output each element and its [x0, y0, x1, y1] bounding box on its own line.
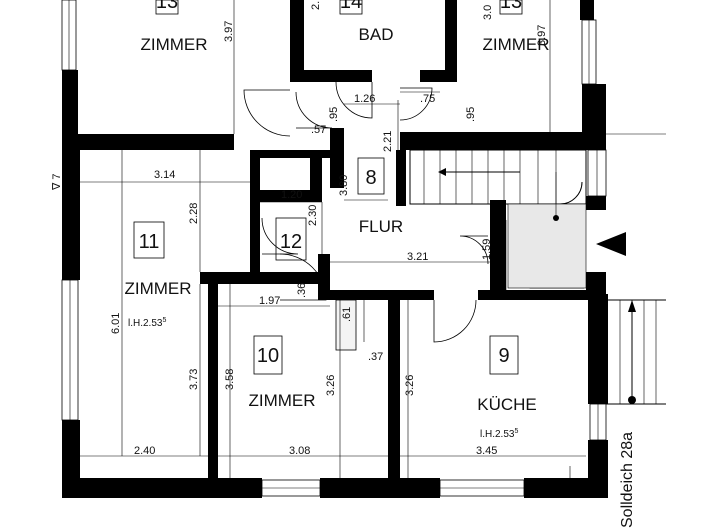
street-address: Solldeich 28a	[619, 432, 636, 528]
dim-label: 3.73	[188, 369, 200, 390]
dim-label: .57	[311, 124, 326, 136]
stair-arrow-icon	[438, 168, 559, 221]
room-14-number: 14	[340, 0, 362, 13]
room-13b-name: ZIMMER	[482, 35, 549, 54]
dim-label: 1.59	[481, 239, 493, 260]
room-11-number: 11	[139, 231, 160, 253]
room-10-name: ZIMMER	[248, 391, 315, 410]
dim-label: 2.21	[382, 131, 394, 152]
dim-label: 3.97	[536, 25, 548, 46]
entrance-steps	[606, 133, 666, 405]
windows	[61, 0, 607, 497]
walls	[62, 0, 608, 498]
dimension-lines	[80, 0, 586, 478]
dim-label: 3.80	[338, 175, 350, 196]
room-8-name: FLUR	[359, 217, 403, 236]
dimension-labels: 3.97 2. 3.0 3.97 1.26 .75 .95 .95 .57 2.…	[110, 1, 548, 457]
staircase	[409, 149, 587, 289]
doors	[243, 81, 585, 343]
dim-label: .36	[296, 283, 308, 298]
dim-label: 3.0	[482, 5, 494, 20]
dim-label: 3.45	[476, 445, 497, 457]
dim-label: .37	[368, 351, 383, 363]
room-number-boxes	[133, 0, 523, 375]
dim-label: 3.14	[154, 169, 175, 181]
dim-label: 3.08	[289, 445, 310, 457]
room-11-height: l.H.2.535	[128, 317, 166, 329]
room-9-height: l.H.2.535	[480, 428, 518, 440]
dim-label: 2.30	[307, 205, 319, 226]
dim-label: 3.26	[325, 375, 337, 396]
room-13a-number: 13	[156, 0, 178, 13]
room-13a-name: ZIMMER	[140, 35, 207, 54]
north-mark: ∇ 7	[51, 173, 63, 191]
room-9-number: 9	[498, 345, 509, 367]
room-8-number: 8	[365, 167, 376, 189]
dim-label: 2.40	[134, 445, 155, 457]
dim-label: 2.28	[188, 203, 200, 224]
room-11-name: ZIMMER	[124, 279, 191, 298]
room-10-number: 10	[257, 345, 279, 367]
dim-label: 3.58	[224, 369, 236, 390]
dim-label: 2.	[310, 1, 322, 10]
room-13b-number: 13	[500, 0, 522, 13]
dim-label: .61	[341, 307, 353, 322]
dim-label: .75	[420, 93, 435, 105]
dim-label: 6.01	[110, 313, 122, 334]
dim-label: 1.20	[281, 189, 302, 201]
dim-label: 3.21	[407, 251, 428, 263]
dim-label: 3.26	[404, 375, 416, 396]
dim-label: 3.97	[223, 21, 235, 42]
room-12-number: 12	[280, 231, 302, 253]
dim-label: .95	[465, 107, 477, 122]
room-14-name: BAD	[359, 25, 394, 44]
dim-label: 1.97	[259, 295, 280, 307]
dim-label: .95	[328, 107, 340, 122]
room-labels: 13 ZIMMER 14 BAD 13 ZIMMER 8 FLUR 11 ZIM…	[124, 0, 549, 440]
room-9-name: KÜCHE	[477, 395, 537, 414]
entrance-arrow-icon	[596, 232, 626, 256]
dim-label: 1.26	[354, 93, 375, 105]
